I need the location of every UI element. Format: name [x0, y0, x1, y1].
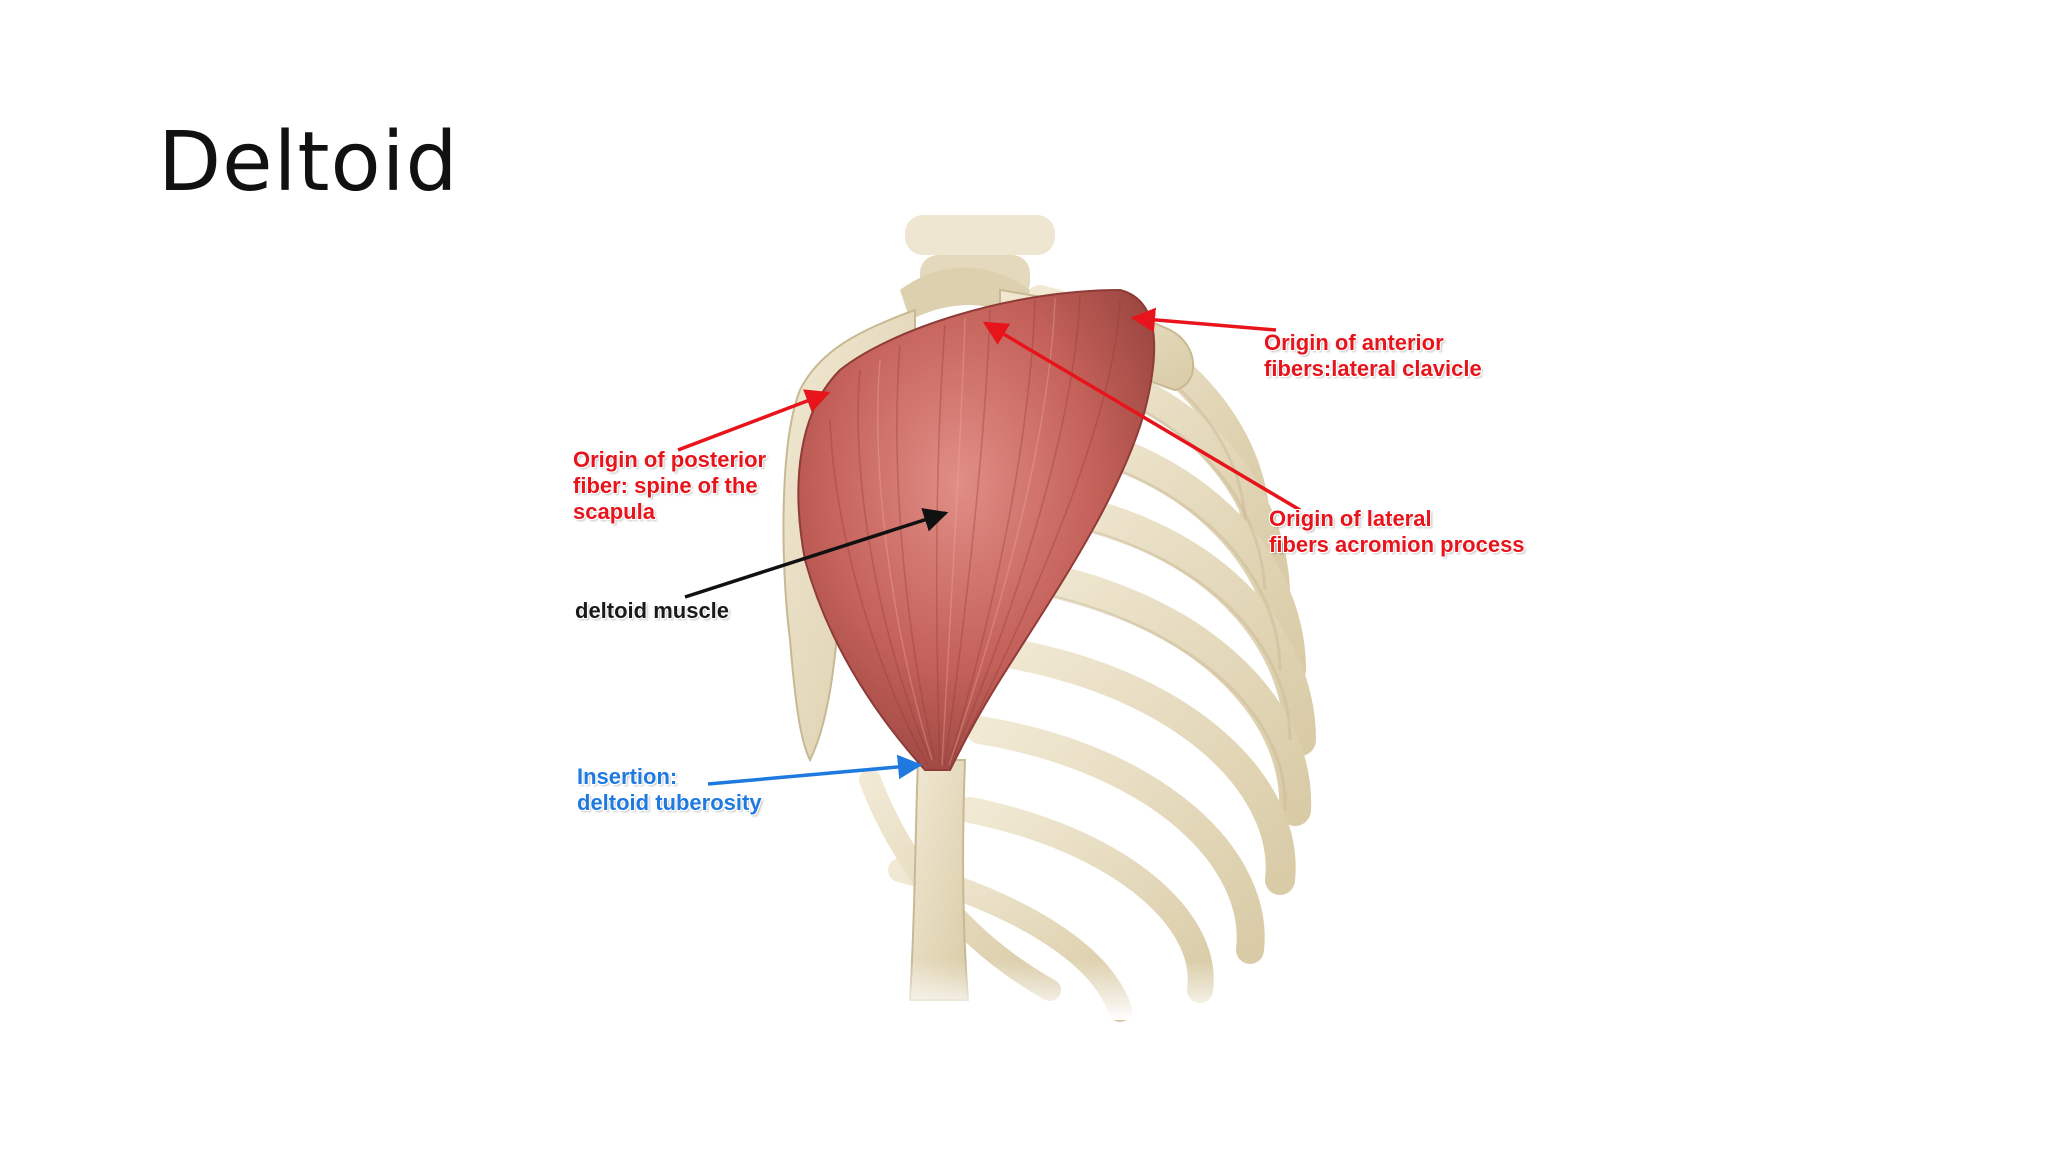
deltoid-muscle-label-text: deltoid muscle [575, 598, 730, 623]
anterior-origin-label: Origin of anterior fibers:lateral clavic… [1264, 330, 1482, 382]
lateral-arrow [982, 321, 1301, 512]
anterior-origin-label-line2: fibers:lateral clavicle [1264, 356, 1482, 381]
insertion-arrow [707, 754, 923, 786]
insertion-label-line2: deltoid tuberosity [577, 790, 762, 815]
lateral-origin-label: Origin of lateral fibers acromion proces… [1269, 506, 1525, 558]
muscle-arrow [684, 508, 949, 599]
posterior-origin-label-line1: Origin of posterior [573, 447, 767, 472]
insertion-label-line1: Insertion: [577, 764, 678, 789]
lateral-origin-label-line2: fibers acromion process [1269, 532, 1525, 557]
lateral-origin-label-line1: Origin of lateral [1269, 506, 1432, 531]
posterior-origin-label-line2: fiber: spine of the [573, 473, 758, 498]
deltoid-muscle-shape [797, 288, 1156, 771]
anterior-origin-label-line1: Origin of anterior [1264, 330, 1444, 355]
deltoid-muscle-label: deltoid muscle [575, 598, 729, 624]
insertion-label: Insertion: deltoid tuberosity [577, 764, 762, 816]
posterior-arrow [677, 389, 831, 452]
slide-title: Deltoid [158, 115, 459, 210]
posterior-origin-label-line3: scapula [573, 499, 655, 524]
image-fade [700, 960, 1400, 1020]
posterior-origin-label: Origin of posterior fiber: spine of the … [573, 447, 766, 525]
anterior-arrow [1130, 307, 1277, 333]
